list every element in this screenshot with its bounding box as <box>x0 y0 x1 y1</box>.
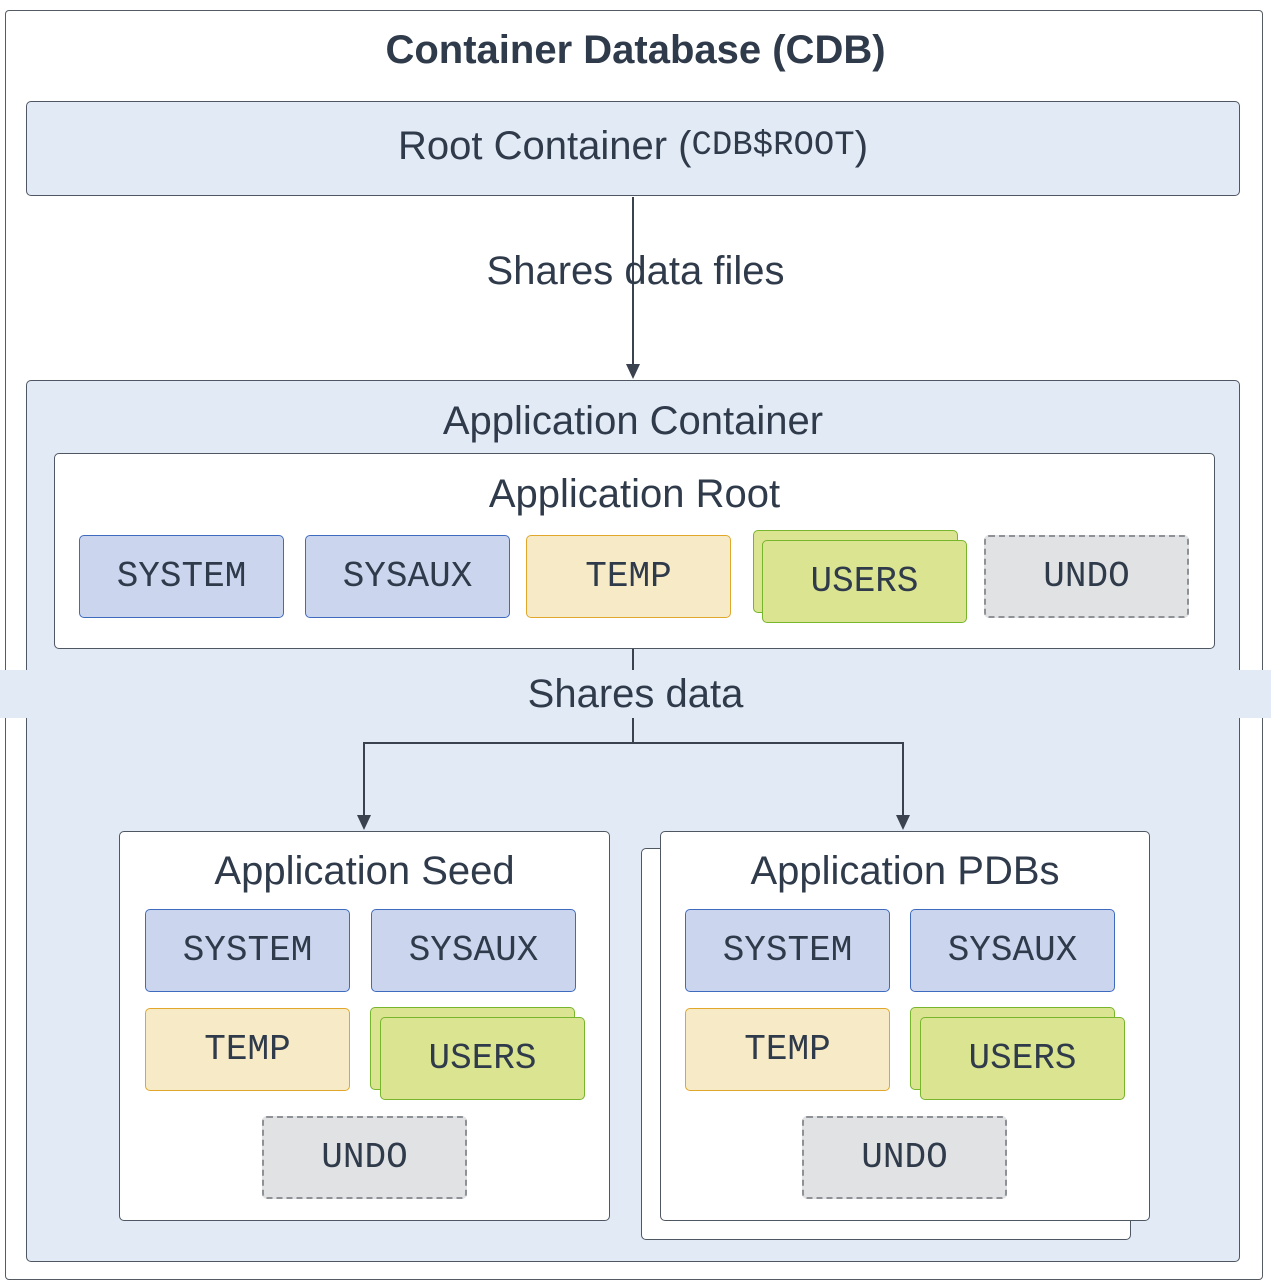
app-root-ts-sysaux: SYSAUX <box>305 535 510 618</box>
application-seed-label: Application Seed <box>214 848 515 893</box>
app-root-ts-undo: UNDO <box>984 535 1189 618</box>
app-pdbs-ts-temp: TEMP <box>685 1008 890 1091</box>
root-label-prefix: Root Container ( <box>397 123 692 168</box>
root-label-suffix: ) <box>854 123 869 168</box>
application-root-label: Application Root <box>488 471 781 516</box>
app-pdbs-ts-system: SYSTEM <box>685 909 890 992</box>
app-root-ts-system: SYSTEM <box>79 535 284 618</box>
edge-label-shares-data: Shares data <box>0 670 1271 718</box>
app-seed-ts-undo: UNDO <box>262 1116 467 1199</box>
app-pdbs-ts-sysaux: SYSAUX <box>910 909 1115 992</box>
arrowhead-app-seed <box>357 815 371 830</box>
root-container-label: Root Container (CDB$ROOT) <box>26 101 1240 191</box>
app-seed-ts-system: SYSTEM <box>145 909 350 992</box>
app-pdbs-ts-undo: UNDO <box>802 1116 1007 1199</box>
arrowhead-app-pdbs <box>896 815 910 830</box>
app-root-ts-temp: TEMP <box>526 535 731 618</box>
application-container-label: Application Container <box>442 398 824 443</box>
app-root-ts-users: USERS <box>762 540 967 623</box>
app-seed-ts-sysaux: SYSAUX <box>371 909 576 992</box>
edge-label-shares-data-files: Shares data files <box>486 248 785 293</box>
app-seed-ts-temp: TEMP <box>145 1008 350 1091</box>
app-pdbs-ts-users: USERS <box>920 1017 1125 1100</box>
edge-split-line <box>363 742 904 818</box>
root-container-box <box>26 101 1240 196</box>
application-pdbs-label: Application PDBs <box>750 848 1060 893</box>
root-label-name: CDB$ROOT <box>691 127 855 165</box>
cdb-title: Container Database (CDB) <box>385 27 886 72</box>
arrowhead-app-container <box>626 364 640 379</box>
app-seed-ts-users: USERS <box>380 1017 585 1100</box>
